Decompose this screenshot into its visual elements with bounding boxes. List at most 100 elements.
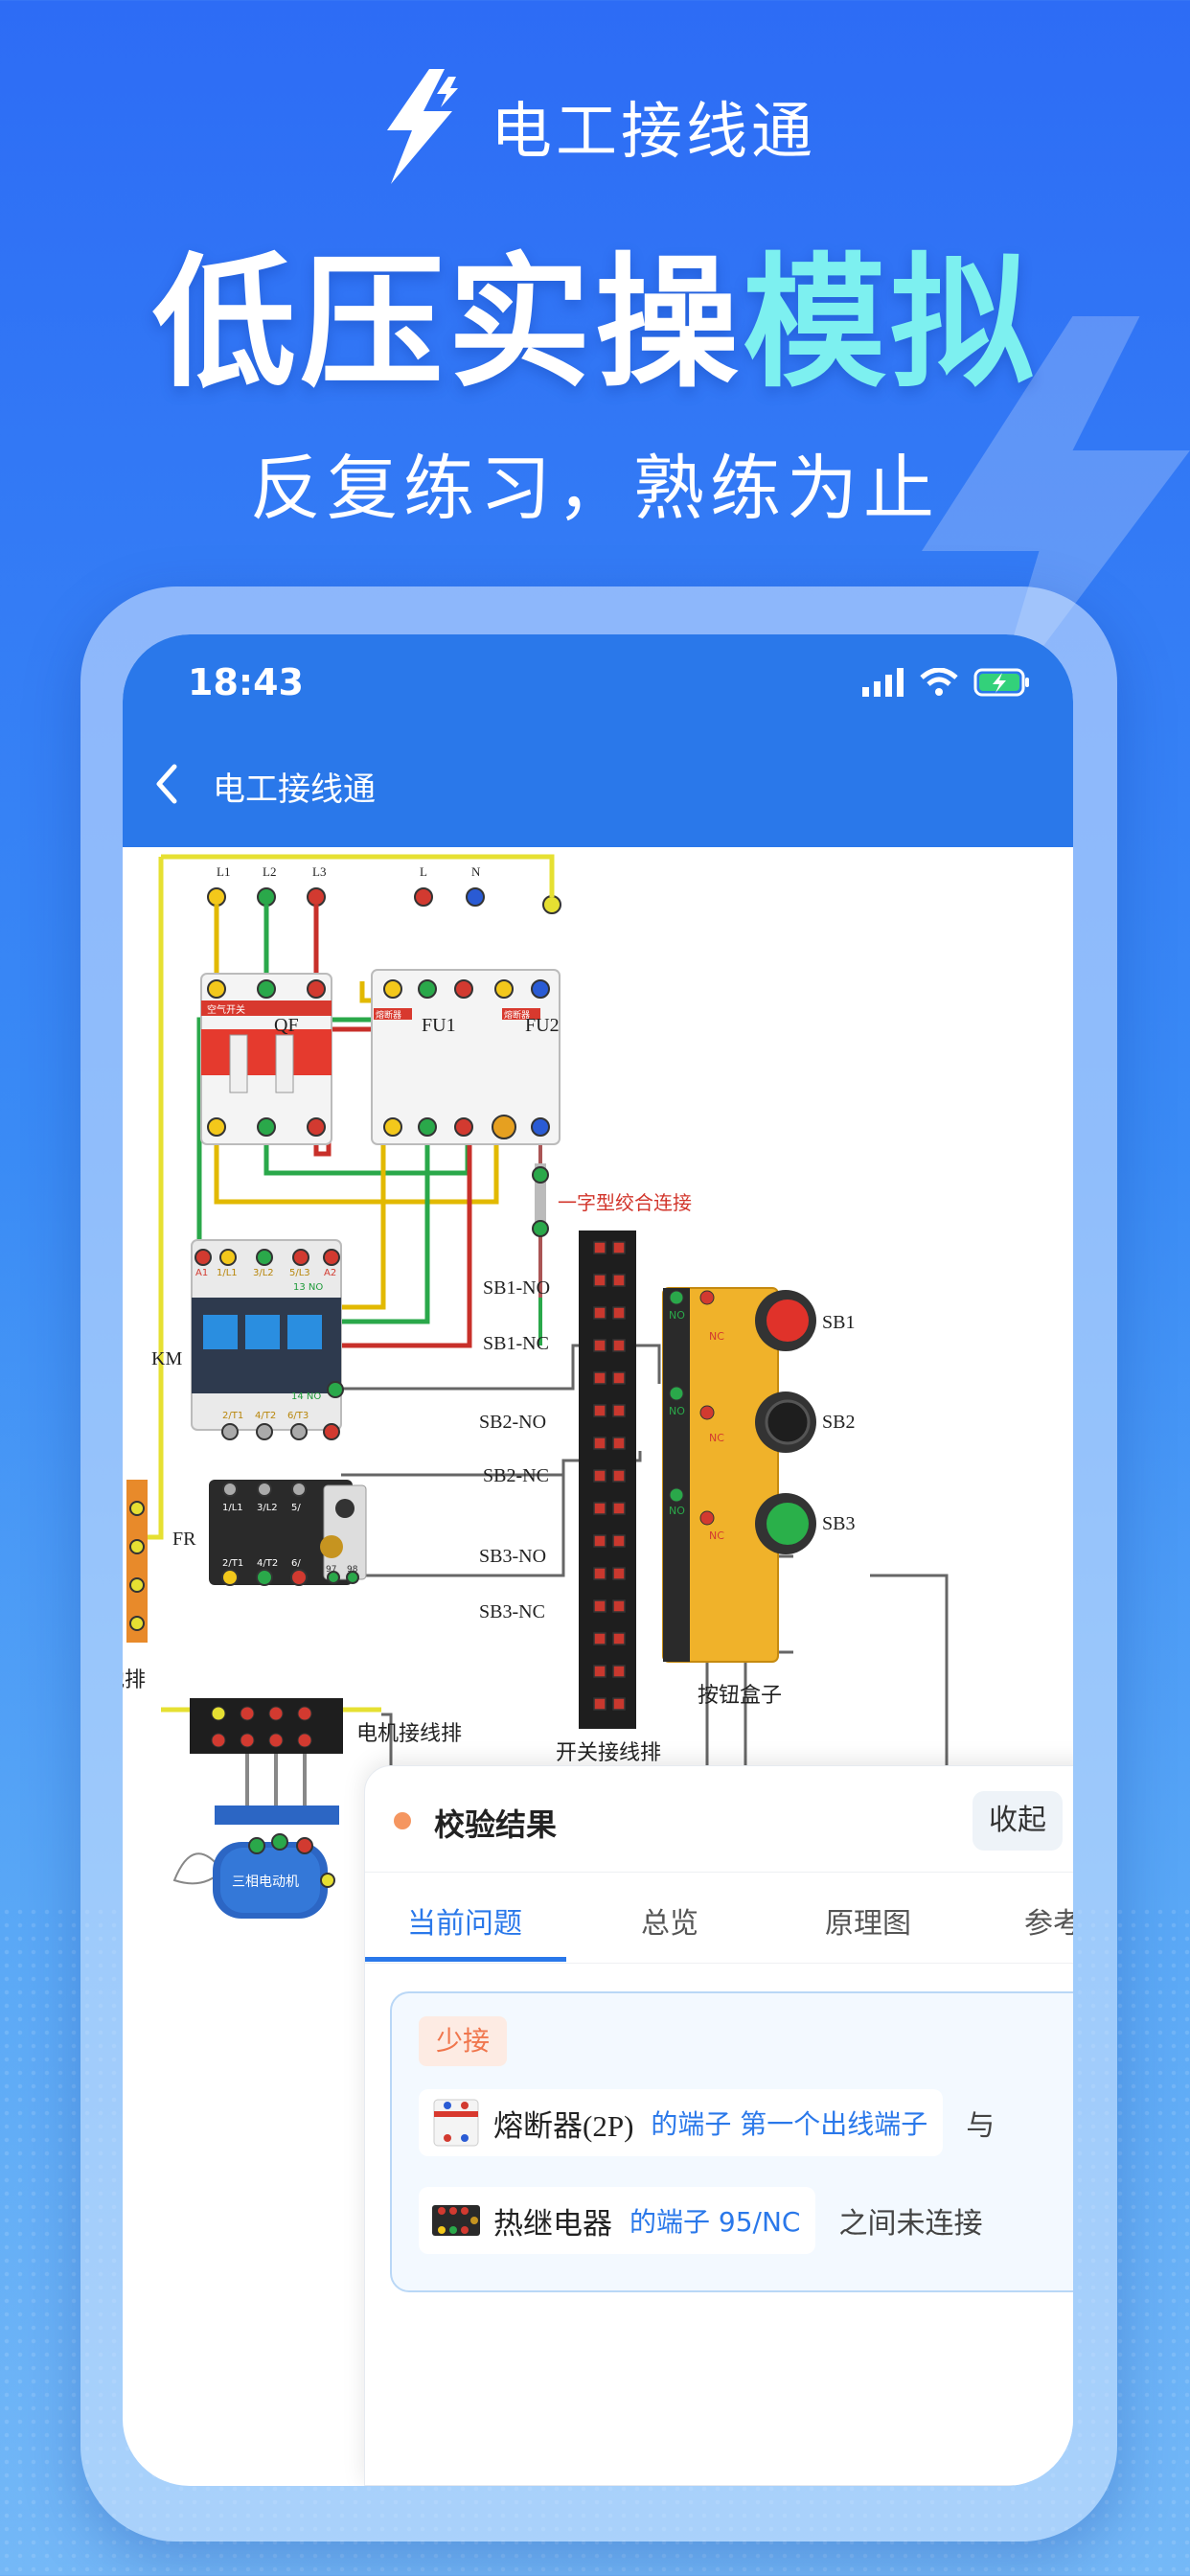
sb2-no-contact: NO: [669, 1405, 685, 1417]
fuse-tag-1: 熔断器: [376, 1009, 401, 1021]
tab-overview[interactable]: 总览: [641, 1907, 698, 1941]
sb1-nc-label: SB1-NC: [483, 1333, 549, 1354]
km-13no-label: 13 NO: [293, 1282, 323, 1293]
terminal-pe[interactable]: [542, 895, 561, 914]
tab-reference[interactable]: 参考: [1024, 1907, 1073, 1941]
motor[interactable]: [215, 1806, 339, 1825]
terminal-label-l1: L1: [217, 864, 230, 879]
twisted-link: 一字型绞合连接: [532, 1163, 692, 1237]
fuse-tag-2: 熔断器: [504, 1009, 530, 1021]
km-6t3-label: 6/T3: [287, 1411, 309, 1421]
issue-card: 少接 熔断器(2P) 的端子 第一个出线端子 与: [390, 1991, 1073, 2292]
fu1-label: FU1: [422, 1015, 456, 1036]
sb3-no-label: SB3-NO: [479, 1546, 546, 1567]
hero-brand: 电工接线通: [0, 69, 1190, 184]
link-note: 一字型绞合连接: [558, 1191, 692, 1214]
result-tabs: 当前问题 总览 原理图 参考: [365, 1872, 1073, 1964]
fuse-block[interactable]: 熔断器 熔断器 FU1 FU2: [371, 969, 561, 1145]
result-panel: 校验结果 收起 当前问题 总览 原理图 参考 少接 熔断器(2P): [364, 1765, 1073, 2486]
terminal-label-n: N: [471, 864, 481, 879]
button-sb3[interactable]: [755, 1493, 816, 1554]
fr-98-label: 98: [347, 1565, 358, 1575]
fr-6-label: 6/: [291, 1558, 301, 1569]
issue-row-1: 熔断器(2P) 的端子 第一个出线端子 与: [419, 2089, 995, 2156]
hero-title: 低压实操模拟: [0, 247, 1190, 401]
km-2t1-label: 2/T1: [222, 1411, 243, 1421]
issue-status-text: 之间未连接: [838, 2207, 983, 2241]
fr-4t2-label: 4/T2: [257, 1558, 278, 1569]
terminal-label-l3: L3: [312, 864, 326, 879]
terminal-l2[interactable]: [257, 887, 276, 907]
thermal-relay-fr[interactable]: FR 1/L1 3/L2 5/ 2/T1 4/T2 6/ 97 98: [172, 1480, 367, 1586]
sb2-label: SB2: [822, 1412, 855, 1433]
relay-thumbnail-icon: [432, 2205, 480, 2236]
hero-brand-name: 电工接线通: [491, 97, 816, 168]
wifi-icon: [920, 668, 958, 696]
status-dot-icon: [394, 1812, 411, 1829]
km-3l2-label: 3/L2: [253, 1268, 274, 1278]
km-4t2-label: 4/T2: [255, 1411, 276, 1421]
button-sb1[interactable]: [755, 1290, 816, 1351]
terminal-l1[interactable]: [207, 887, 226, 907]
hero-title-accent: 模拟: [743, 241, 1039, 407]
nav-title: 电工接线通: [213, 770, 376, 809]
switch-strip-label: 开关接线排: [556, 1741, 661, 1765]
terminal-l3[interactable]: [307, 887, 326, 907]
fr-5-label: 5/: [291, 1503, 301, 1513]
sb2-no-label: SB2-NO: [479, 1412, 546, 1433]
motor-label: 三相电动机: [232, 1874, 299, 1890]
fr-3l2-label: 3/L2: [257, 1503, 278, 1513]
ground-bar[interactable]: 地排: [123, 1480, 148, 1692]
top-terminals: L1 L2 L3 L N: [207, 864, 561, 914]
fr-97-label: 97: [326, 1565, 336, 1575]
sb3-nc-contact: NC: [709, 1530, 724, 1542]
result-title: 校验结果: [434, 1806, 558, 1843]
km-1l1-label: 1/L1: [217, 1268, 238, 1278]
hero-title-main: 低压实操: [151, 241, 743, 407]
component-chip-fuse[interactable]: 熔断器(2P) 的端子 第一个出线端子: [419, 2089, 944, 2156]
status-bar: 18:43: [123, 634, 1073, 721]
breaker-qf[interactable]: 空气开关 QF: [200, 973, 332, 1145]
tab-current-issue[interactable]: 当前问题: [407, 1907, 522, 1941]
wiring-diagram[interactable]: L1 L2 L3 L N: [123, 847, 1073, 1825]
terminal-l[interactable]: [414, 887, 433, 907]
status-time: 18:43: [188, 661, 304, 703]
breaker-tag: 空气开关: [207, 1003, 245, 1016]
km-14no-label: 14 NO: [291, 1392, 321, 1402]
tab-schematic[interactable]: 原理图: [825, 1907, 911, 1941]
fr-2t1-label: 2/T1: [222, 1558, 243, 1569]
fu2-label: FU2: [525, 1015, 560, 1036]
km-5l3-label: 5/L3: [289, 1268, 310, 1278]
issue-tag: 少接: [419, 2016, 507, 2066]
ground-label: 地排: [123, 1668, 146, 1692]
switch-terminal-strip[interactable]: SB1-NO SB1-NC SB2-NO SB2-NC SB3-NO SB3-N…: [479, 1230, 661, 1765]
hero-subtitle: 反复练习，熟练为止: [250, 448, 940, 530]
component-hint-fuse: 的端子 第一个出线端子: [651, 2108, 928, 2140]
button-box[interactable]: NO NC NO NC NO NC SB1 SB2 SB3 按钮盒子: [662, 1287, 855, 1708]
background-bolt-icon: [922, 316, 1190, 719]
status-icons: [862, 667, 1031, 698]
fr-1l1-label: 1/L1: [222, 1503, 243, 1513]
sb3-label: SB3: [822, 1513, 855, 1534]
nav-bar: 电工接线通: [123, 721, 1073, 847]
sb1-no-label: SB1-NO: [483, 1277, 550, 1299]
issue-connector-text: 与: [966, 2109, 995, 2143]
km-a1-label: A1: [195, 1268, 208, 1278]
collapse-button[interactable]: 收起: [973, 1791, 1063, 1851]
button-sb2[interactable]: [755, 1392, 816, 1453]
km-a2-label: A2: [324, 1268, 336, 1278]
battery-charging-icon: [973, 668, 1029, 697]
motor-terminal-strip[interactable]: 电机接线排: [190, 1698, 462, 1754]
signal-icon: [862, 668, 904, 697]
component-hint-relay: 的端子 95/NC: [629, 2206, 801, 2238]
back-chevron-icon[interactable]: [148, 759, 186, 809]
terminal-label-l: L: [420, 864, 427, 879]
qf-label: QF: [274, 1015, 299, 1036]
button-box-label: 按钮盒子: [698, 1684, 782, 1708]
terminal-n[interactable]: [466, 887, 485, 907]
component-chip-relay[interactable]: 热继电器 的端子 95/NC: [419, 2187, 816, 2254]
contactor-km[interactable]: KM A1 1/L1 3/L2 5/L3 A2 13 NO 14 NO 2/T1…: [151, 1239, 344, 1440]
sb1-no-contact: NO: [669, 1309, 685, 1322]
km-label: KM: [151, 1348, 182, 1369]
motor-icon[interactable]: 三相电动机: [165, 1813, 337, 1928]
